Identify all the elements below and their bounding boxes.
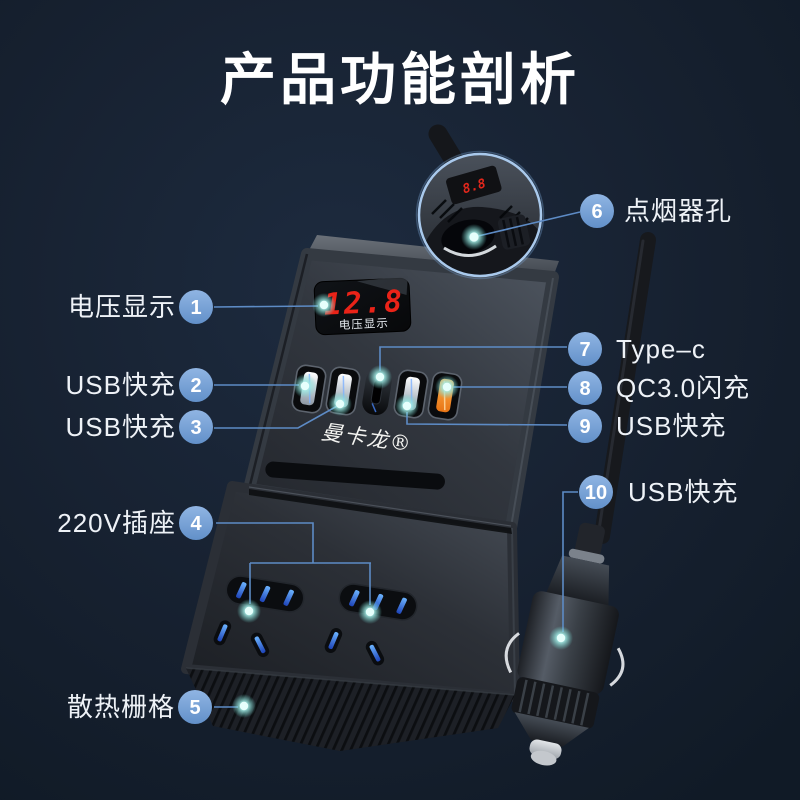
callout-line-1	[213, 305, 319, 308]
callout-badge	[179, 506, 213, 540]
callout-badge	[568, 409, 602, 443]
callout-7: 7 Type–c	[568, 332, 706, 366]
callout-badge	[179, 290, 213, 324]
glow-dot	[237, 599, 261, 623]
callout-badge	[179, 368, 213, 402]
callout-badge	[568, 371, 602, 405]
glow-dot	[435, 375, 459, 399]
callout-lines	[213, 211, 581, 708]
callout-label: USB快充	[66, 370, 176, 400]
glow-dot	[358, 600, 382, 624]
callout-1: 1 电压显示	[68, 290, 213, 324]
inset-ring	[417, 152, 543, 278]
callout-number: 10	[585, 482, 607, 504]
callout-8: 8 QC3.0闪充	[568, 371, 750, 405]
glow-dot	[328, 392, 352, 416]
callout-label: USB快充	[66, 412, 176, 442]
cigarette-plug	[504, 522, 625, 766]
voltage-display-caption: 电压显示	[339, 317, 390, 332]
callout-3: 3 USB快充	[66, 410, 213, 444]
voltage-value: 12.8	[323, 284, 405, 322]
callout-label: 220V插座	[57, 508, 176, 538]
page-title: 产品功能剖析	[220, 48, 580, 111]
glow-dot	[232, 694, 256, 718]
callout-number: 3	[190, 417, 201, 439]
callout-label: 点烟器孔	[624, 196, 732, 226]
callout-label: QC3.0闪充	[616, 373, 750, 403]
callout-number: 6	[591, 201, 602, 223]
callout-number: 9	[579, 416, 590, 438]
callout-4: 4 220V插座	[57, 506, 213, 540]
callout-line-3	[214, 404, 340, 429]
callout-badge	[580, 194, 614, 228]
callout-number: 4	[190, 513, 202, 535]
callout-badge	[178, 690, 212, 724]
callout-label: Type–c	[616, 334, 706, 364]
callout-line-7	[379, 346, 567, 371]
magnifier-inset: 8.8	[415, 150, 545, 280]
callout-9: 9 USB快充	[568, 409, 726, 443]
glow-dot	[293, 374, 317, 398]
callout-number: 2	[190, 375, 201, 397]
body-separator	[248, 461, 512, 534]
glow-dot	[368, 365, 392, 389]
callout-badge	[179, 410, 213, 444]
callout-label: USB快充	[628, 477, 738, 507]
inset-display-value: 8.8	[461, 176, 488, 197]
glow-dot	[461, 224, 487, 250]
callout-line-4	[216, 522, 371, 605]
callout-line-6	[473, 211, 581, 238]
callout-number: 5	[189, 697, 200, 719]
callout-number: 8	[579, 378, 590, 400]
callout-label: 电压显示	[68, 292, 176, 322]
callout-number: 1	[190, 297, 201, 319]
callout-label: 散热栅格	[67, 692, 175, 722]
glow-dot	[549, 626, 573, 650]
callout-badge	[568, 332, 602, 366]
glow-dot	[312, 293, 336, 317]
callout-10: 10 USB快充	[579, 475, 738, 509]
callout-number: 7	[579, 339, 590, 361]
callout-badge	[579, 475, 613, 509]
heat-grille	[185, 667, 516, 751]
inverter-product-photo: 12.8 电压显示 曼卡龙®	[181, 235, 559, 751]
voltage-display: 12.8 电压显示	[313, 275, 412, 336]
callout-6: 6 点烟器孔	[580, 194, 732, 228]
inset-ribbed-cap	[497, 214, 531, 250]
inset-mini-display: 8.8	[446, 165, 502, 205]
callout-5: 5 散热栅格	[67, 690, 212, 724]
callout-2: 2 USB快充	[66, 368, 213, 402]
callout-line-10	[562, 491, 578, 632]
callout-label: USB快充	[616, 411, 726, 441]
glow-dots	[232, 224, 573, 718]
glow-dot	[395, 394, 419, 418]
